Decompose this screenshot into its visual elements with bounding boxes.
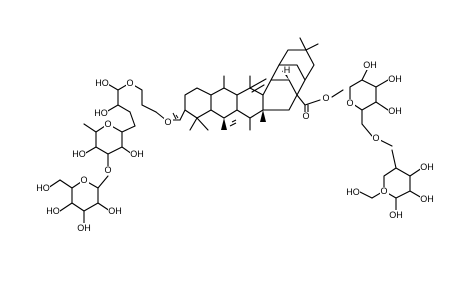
atom-O-glc-ring: O (80, 175, 87, 185)
atom-OH-glcB4: OH (389, 210, 403, 220)
atom-HO-glc4: HO (46, 206, 60, 216)
atom-HO-xyl3: HO (94, 108, 108, 118)
atom-O-rha-glc: O (104, 165, 111, 175)
atom-OH-glcA3: OH (388, 74, 402, 84)
atom-OH-glc3: OH (77, 223, 91, 233)
atom-O-glcB-ring: O (380, 186, 387, 196)
atom-O-ester-link: O (322, 93, 329, 103)
atom-HO-xyl4: HO (95, 78, 109, 88)
atom-O-carbonyl: O (302, 111, 309, 121)
atom-HO-glcB6: HO (346, 187, 360, 197)
atom-OH-glc2: OH (108, 206, 122, 216)
atom-OH-glcB2: OH (420, 162, 434, 172)
atom-OH-glcB3: OH (420, 194, 434, 204)
atom-OH-glcA4: OH (388, 106, 402, 116)
atom-labels: HO O HO O O HO OH O HO O OH HO OH H O O (36, 60, 434, 233)
atom-O-glcA6: O (372, 133, 379, 143)
atom-O-xyl-ring: O (126, 78, 133, 88)
atom-O-glcA-ring: O (346, 98, 353, 108)
atom-H-18: H (284, 65, 291, 75)
atom-OH-glcA2: OH (363, 60, 377, 70)
atom-HO-rha4: HO (72, 149, 86, 159)
atom-HO-glc6: HO (36, 183, 50, 193)
atom-O-rha-ring: O (104, 119, 111, 129)
atom-OH-rha2: OH (130, 149, 144, 159)
atom-O-xyl-link: O (164, 117, 171, 127)
